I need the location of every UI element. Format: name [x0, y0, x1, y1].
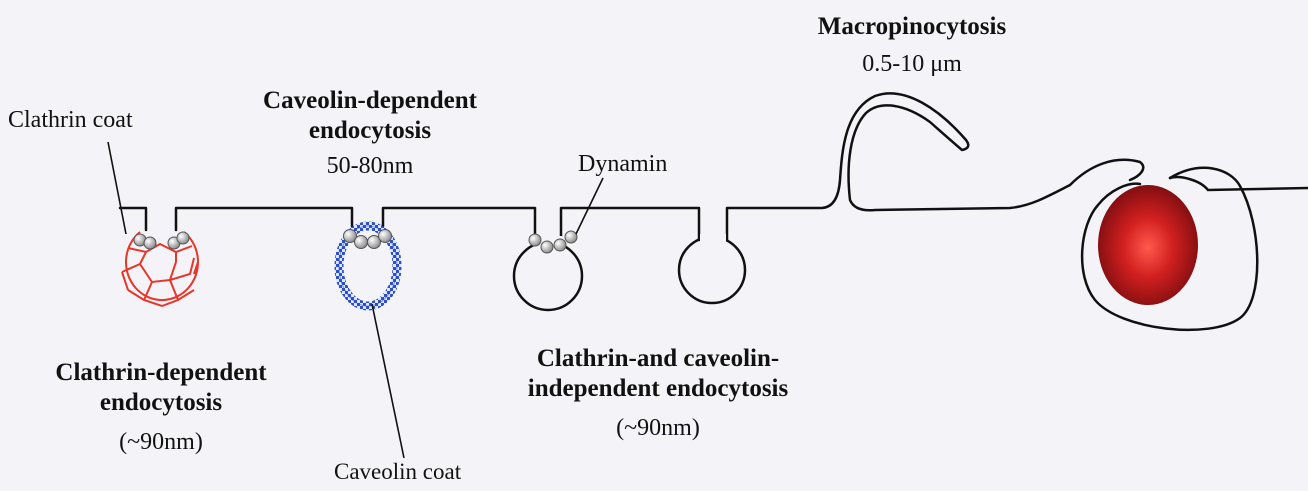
caveolin-size-label: 50-80nm — [300, 152, 440, 181]
clathrin-title-line-2: endocytosis — [16, 388, 306, 418]
independent-endocytosis-title: Clathrin-and caveolin- independent endoc… — [478, 344, 838, 404]
caveolin-title-line-2: endocytosis — [228, 116, 512, 146]
caveolin-coat-pointer — [372, 304, 404, 458]
caveolin-dependent-title: Caveolin-dependent endocytosis — [228, 86, 512, 146]
independent-title-line-2: independent endocytosis — [478, 374, 838, 404]
independent-vesicle-with-dynamin — [514, 231, 582, 310]
clathrin-coat-label: Clathrin coat — [8, 106, 133, 135]
dynamin-label: Dynamin — [578, 150, 667, 179]
independent-title-line-1: Clathrin-and caveolin- — [478, 344, 838, 374]
independent-vesicle — [679, 234, 745, 303]
macropinocytosis-size-label: 0.5-10 μm — [812, 50, 1012, 79]
macropinosome-cargo — [1098, 185, 1198, 305]
caveola — [339, 226, 397, 306]
macropinocytosis-title: Macropinocytosis — [780, 12, 1044, 42]
dynamin-pointer — [576, 178, 603, 234]
caveolin-title-line-1: Caveolin-dependent — [228, 86, 512, 116]
caveolin-coat-label: Caveolin coat — [334, 458, 461, 486]
clathrin-title-line-1: Clathrin-dependent — [16, 358, 306, 388]
macropinosome — [1070, 160, 1308, 330]
clathrin-coat-pointer — [108, 142, 126, 234]
independent-size-label: (~90nm) — [588, 414, 728, 443]
clathrin-size-label: (~90nm) — [96, 428, 226, 457]
clathrin-coated-pit — [122, 232, 198, 306]
clathrin-dependent-title: Clathrin-dependent endocytosis — [16, 358, 306, 418]
